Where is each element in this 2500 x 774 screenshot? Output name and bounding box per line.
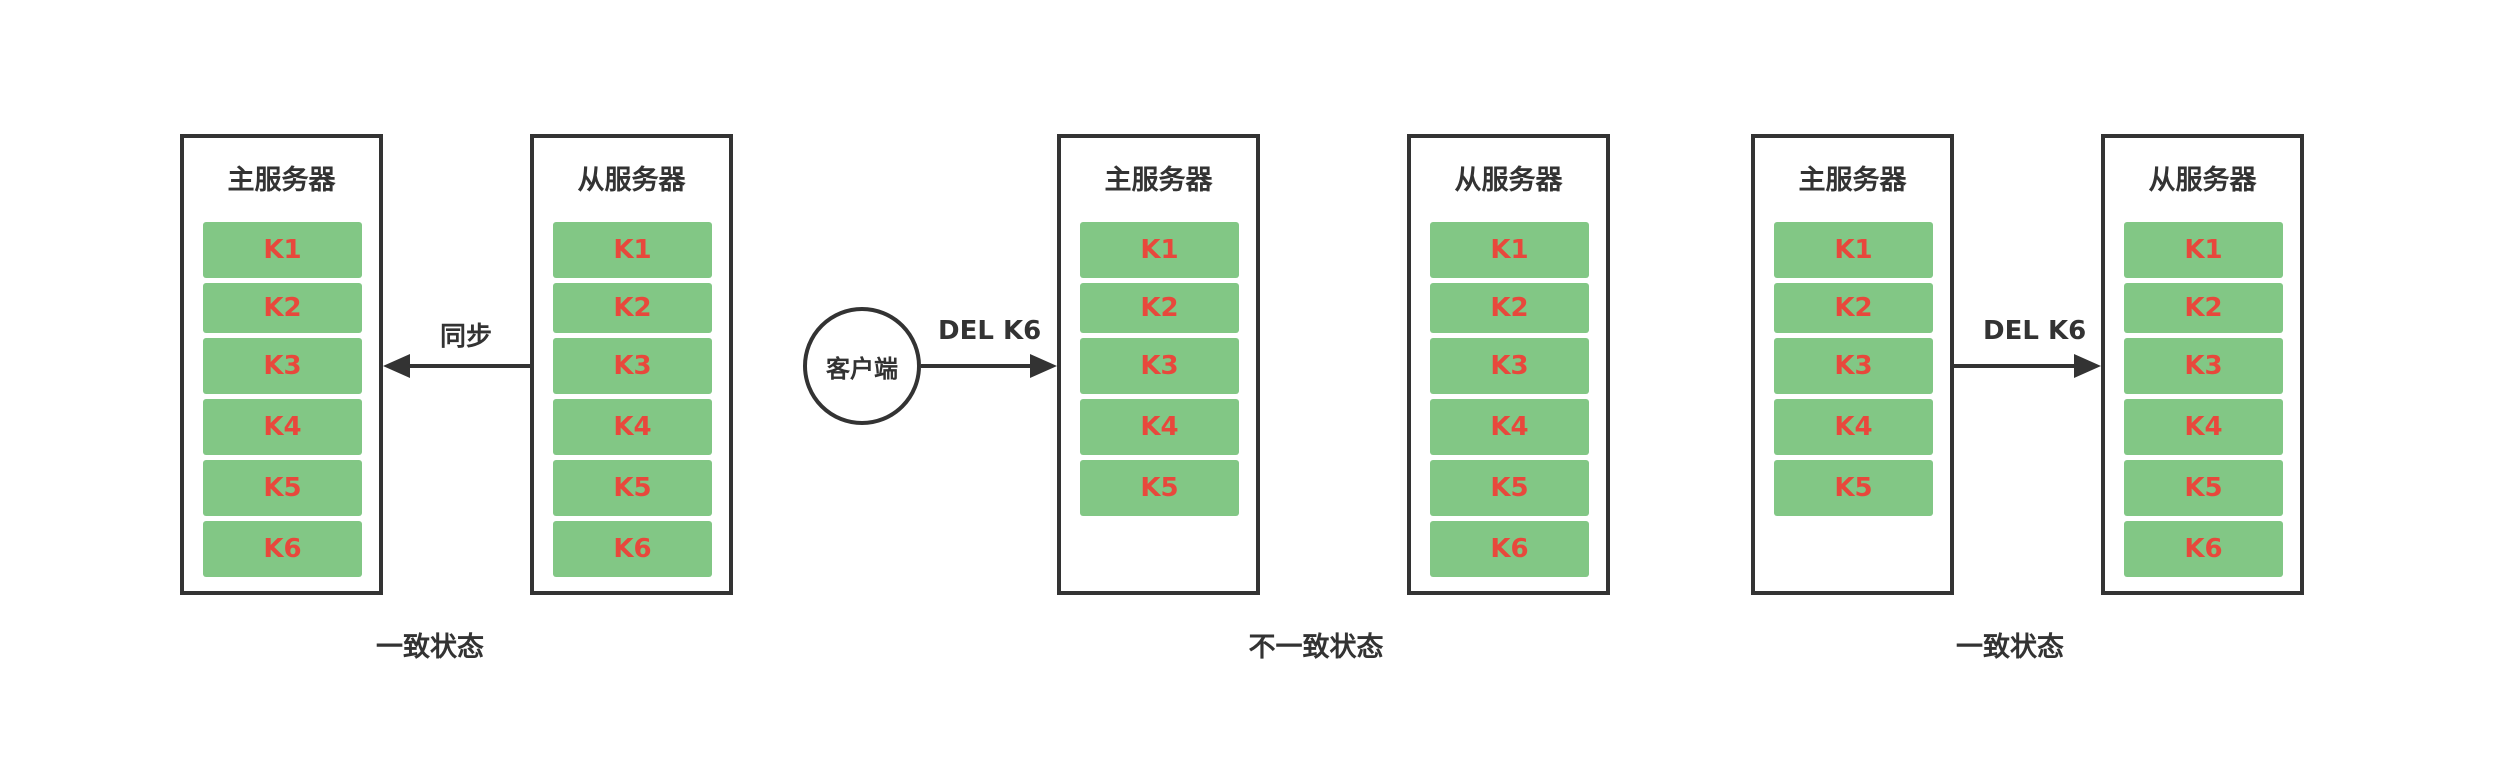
server-title: 从服务器 xyxy=(577,165,686,196)
key-cell: K1 xyxy=(1080,222,1239,278)
key-cell: K2 xyxy=(2124,283,2283,333)
key-cell: K4 xyxy=(1080,399,1239,455)
key-cell: K5 xyxy=(203,460,362,516)
sync-arrow-label: 同步 xyxy=(440,322,493,352)
key-cell: K6 xyxy=(203,521,362,577)
key-cell: K2 xyxy=(203,283,362,333)
key-cell: K1 xyxy=(1430,222,1589,278)
command-arrow-label: DEL K6 xyxy=(938,316,1042,346)
key-cell: K3 xyxy=(1774,338,1933,394)
key-cell: K1 xyxy=(203,222,362,278)
key-cell: K4 xyxy=(1430,399,1589,455)
key-cell: K6 xyxy=(1430,521,1589,577)
key-cell: K4 xyxy=(203,399,362,455)
replication-arrow-label: DEL K6 xyxy=(1983,316,2087,346)
key-cell: K5 xyxy=(553,460,712,516)
state-caption: 不一致状态 xyxy=(1248,632,1384,663)
key-cell: K5 xyxy=(1080,460,1239,516)
key-cell: K6 xyxy=(2124,521,2283,577)
master-server-box: 主服务器 K1 K2 K3 K4 K5 xyxy=(1057,134,1260,595)
server-title: 从服务器 xyxy=(2148,165,2257,196)
server-title: 主服务器 xyxy=(227,165,336,196)
state-caption: 一致状态 xyxy=(1956,632,2064,663)
master-server-box: 主服务器 K1 K2 K3 K4 K5 xyxy=(1751,134,1954,595)
key-cell: K2 xyxy=(1774,283,1933,333)
key-cell: K5 xyxy=(2124,460,2283,516)
server-title: 主服务器 xyxy=(1798,165,1907,196)
slave-server-box: 从服务器 K1 K2 K3 K4 K5 K6 xyxy=(530,134,733,595)
key-cell: K2 xyxy=(1080,283,1239,333)
key-cell: K4 xyxy=(1774,399,1933,455)
key-cell: K5 xyxy=(1430,460,1589,516)
key-cell: K1 xyxy=(1774,222,1933,278)
key-cell: K3 xyxy=(1080,338,1239,394)
server-title: 从服务器 xyxy=(1454,165,1563,196)
key-cell: K2 xyxy=(1430,283,1589,333)
master-server-box: 主服务器 K1 K2 K3 K4 K5 K6 xyxy=(180,134,383,595)
state-caption: 一致状态 xyxy=(376,632,484,663)
server-title: 主服务器 xyxy=(1104,165,1213,196)
key-cell: K3 xyxy=(2124,338,2283,394)
slave-server-box: 从服务器 K1 K2 K3 K4 K5 K6 xyxy=(1407,134,1610,595)
key-cell: K3 xyxy=(1430,338,1589,394)
master-to-slave-arrow xyxy=(1954,354,2101,378)
key-cell: K6 xyxy=(553,521,712,577)
key-cell: K4 xyxy=(553,399,712,455)
key-cell: K2 xyxy=(553,283,712,333)
key-cell: K3 xyxy=(203,338,362,394)
key-cell: K4 xyxy=(2124,399,2283,455)
key-cell: K1 xyxy=(553,222,712,278)
client-to-master-arrow xyxy=(921,354,1057,378)
client-node: 客户端 xyxy=(803,307,921,425)
slave-server-box: 从服务器 K1 K2 K3 K4 K5 K6 xyxy=(2101,134,2304,595)
key-cell: K5 xyxy=(1774,460,1933,516)
key-cell: K3 xyxy=(553,338,712,394)
key-cell: K1 xyxy=(2124,222,2283,278)
sync-arrow xyxy=(383,354,530,378)
